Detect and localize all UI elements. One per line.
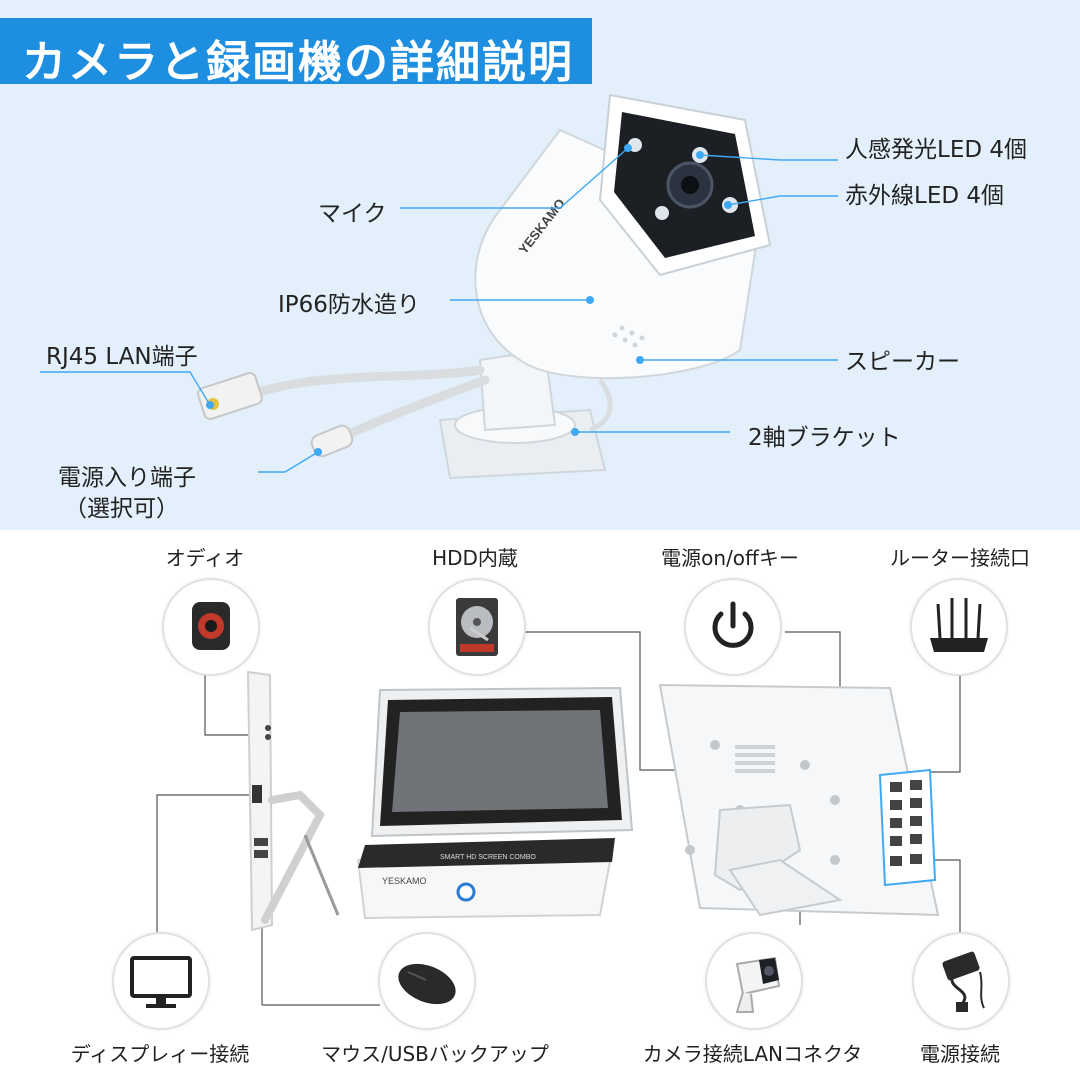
feature-camera-lan [705, 932, 803, 1030]
label-hdd: HDD内蔵 [432, 546, 518, 570]
feature-router [910, 578, 1008, 676]
feature-hdd [428, 578, 526, 676]
lan-cable [245, 365, 485, 400]
feature-audio [162, 578, 260, 676]
label-mic: マイク [318, 201, 387, 227]
leader-mic [400, 147, 629, 209]
line-power [932, 859, 961, 932]
router-icon [930, 598, 988, 652]
leader-power [258, 451, 319, 473]
line-audio [204, 672, 262, 736]
label-power-optional: （選択可） [64, 496, 179, 522]
label-camera-lan: カメラ接続LANコネクタ [642, 1042, 863, 1066]
speaker-icon [192, 602, 230, 650]
nvr-front-view: YESKAMO SMART HD SCREEN COMBO [356, 686, 634, 920]
label-waterproof: IP66防水造り [278, 292, 420, 318]
leader-led-ir [727, 195, 838, 206]
label-router: ルーター接続口 [890, 546, 1030, 570]
page-title: カメラと録画機の詳細説明 [22, 37, 574, 88]
label-led-motion: 人感発光LED 4個 [845, 137, 1028, 163]
label-rj45: RJ45 LAN端子 [46, 344, 198, 370]
nvr-brand-logo: YESKAMO [382, 876, 427, 886]
line-router [900, 672, 961, 773]
line-display [156, 794, 258, 932]
label-power: 電源接続 [920, 1042, 1000, 1066]
feature-power-key [684, 578, 782, 676]
leader-rj45 [40, 371, 211, 406]
label-speaker: スピーカー [845, 349, 960, 375]
label-led-ir: 赤外線LED 4個 [845, 183, 1005, 209]
nvr-side-view [246, 670, 340, 932]
label-bracket: 2軸ブラケット [748, 425, 901, 451]
leader-led-motion [699, 154, 838, 161]
label-power-key: 電源on/offキー [661, 546, 799, 570]
nvr-bezel-text: SMART HD SCREEN COMBO [440, 854, 536, 861]
feature-power [912, 932, 1010, 1030]
feature-display [112, 932, 210, 1030]
hdd-icon [456, 598, 498, 656]
power-icon [712, 601, 754, 648]
camera-icon [735, 956, 781, 1013]
camera-illustration: YESKAMO [40, 93, 838, 480]
label-audio: オディオ [165, 546, 245, 570]
label-display: ディスプレィー接続 [70, 1042, 250, 1066]
monitor-icon [130, 956, 192, 1008]
feature-mouse [378, 932, 476, 1030]
label-mouse: マウス/USBバックアップ [321, 1042, 549, 1066]
label-power-input: 電源入り端子 [58, 465, 196, 491]
nvr-back-view [658, 683, 940, 917]
title-banner: カメラと録画機の詳細説明 [0, 18, 592, 88]
power-connector [310, 424, 354, 458]
mouse-icon [398, 963, 456, 1005]
power-adapter-icon [942, 951, 985, 1012]
